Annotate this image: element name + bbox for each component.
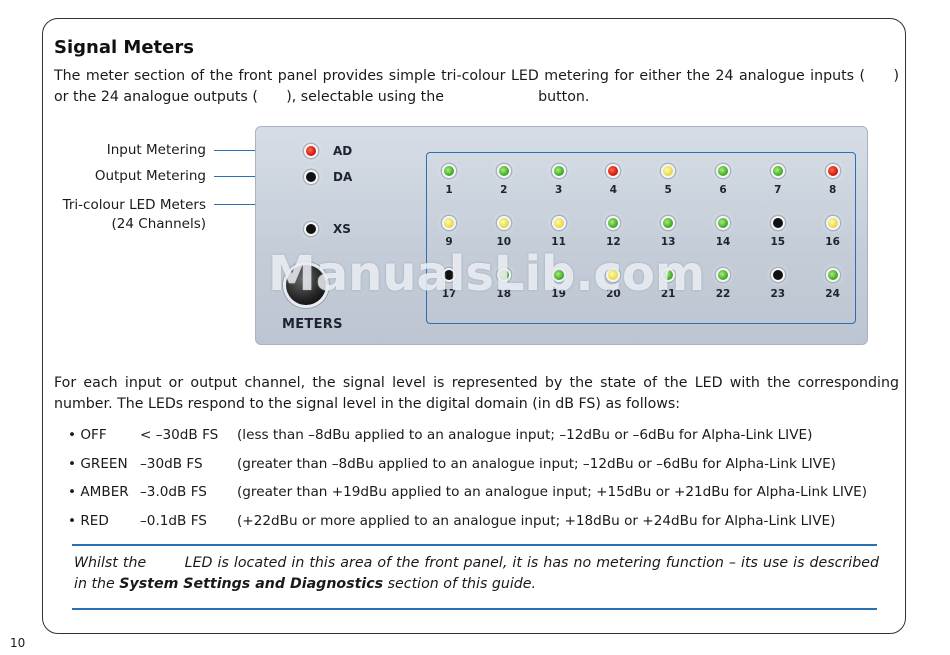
channel-number: 9 [445, 236, 453, 248]
note-bottom-rule [72, 608, 877, 610]
channel-number: 16 [825, 236, 840, 248]
xs-label: XS [333, 222, 351, 236]
channel-led-12 [606, 216, 621, 230]
body-paragraph: For each input or output channel, the si… [54, 375, 899, 412]
note-text-post: section of this guide. [383, 576, 537, 592]
level-threshold: < –30dB FS [140, 427, 219, 443]
input-metering-label: Input Metering [106, 142, 206, 158]
channel-led-4 [606, 164, 621, 178]
channel-led-17 [442, 268, 456, 282]
watermark-text: ManualsLib.com [268, 246, 705, 302]
channel-led-5 [661, 164, 676, 178]
channel-number: 18 [496, 288, 512, 300]
channel-number: 15 [770, 236, 786, 248]
channel-number: 12 [606, 236, 621, 248]
section-heading: Signal Meters [54, 37, 194, 58]
page-frame [42, 18, 906, 634]
tricolour-label: Tri-colour LED Meters [62, 197, 206, 213]
page-number: 10 [10, 636, 26, 650]
channel-number: 5 [664, 184, 672, 196]
channel-led-3 [551, 164, 566, 178]
channel-led-13 [661, 216, 676, 230]
channel-number: 13 [660, 236, 676, 248]
channel-number: 23 [770, 288, 786, 300]
channel-led-15 [770, 216, 785, 230]
channel-led-14 [716, 216, 730, 230]
channel-led-2 [496, 164, 511, 178]
channel-number: 4 [609, 184, 618, 196]
note-top-rule [72, 544, 877, 546]
level-name: • OFF [68, 427, 107, 443]
channel-led-20 [606, 268, 621, 282]
level-name: • RED [68, 512, 109, 529]
channel-number: 20 [606, 288, 621, 300]
channel-led-6 [716, 164, 730, 178]
level-threshold: –30dB FS [140, 455, 203, 472]
level-threshold: –0.1dB FS [140, 512, 207, 529]
note-paragraph: Whilst the LED is located in this area o… [74, 553, 879, 595]
meters-button-label: METERS [282, 317, 343, 332]
ad-label: AD [333, 144, 353, 158]
channel-number: 2 [500, 184, 508, 196]
meters-select-button[interactable] [286, 265, 326, 305]
channel-number: 7 [774, 184, 782, 196]
channel-number: 8 [828, 184, 837, 196]
channel-led-23 [770, 268, 785, 282]
channel-led-18 [496, 268, 511, 282]
ad-led-indicator [304, 144, 318, 158]
channel-led-10 [496, 216, 511, 230]
channel-number: 17 [441, 288, 457, 300]
channel-number: 11 [551, 236, 566, 248]
note-bold-link: System Settings and Diagnostics [119, 576, 384, 592]
channel-led-16 [825, 216, 840, 230]
channel-number: 1 [445, 184, 453, 196]
level-description: (greater than –8dBu applied to an analog… [237, 455, 836, 472]
channel-number: 10 [496, 236, 512, 248]
output-metering-line [214, 176, 286, 178]
da-led-indicator [304, 170, 318, 184]
level-name: • GREEN [68, 455, 128, 472]
channel-led-8 [825, 164, 840, 178]
channel-led-22 [716, 268, 730, 282]
channel-number: 3 [554, 184, 563, 196]
level-name: • AMBER [68, 484, 129, 500]
input-metering-line [214, 150, 286, 152]
channel-number: 22 [715, 288, 731, 300]
note-text-pre: Whilst the LED is located in this area o… [74, 555, 879, 592]
channel-number: 19 [551, 288, 566, 300]
channel-led-1 [442, 164, 456, 178]
channel-led-21 [661, 268, 676, 282]
channel-number: 21 [660, 288, 676, 300]
output-metering-label: Output Metering [94, 168, 206, 184]
xs-led-indicator [304, 222, 318, 236]
channel-led-24 [825, 268, 840, 282]
channel-number: 6 [719, 184, 727, 196]
level-description: (+22dBu or more applied to an analogue i… [237, 512, 836, 529]
da-label: DA [333, 170, 353, 184]
channel-led-9 [442, 216, 456, 230]
channel-number: 14 [715, 236, 731, 248]
channel-number: 24 [825, 288, 840, 300]
intro-paragraph: The meter section of the front panel pro… [54, 68, 899, 105]
level-description: (less than –8dBu applied to an analogue … [237, 427, 813, 443]
channel-led-7 [770, 164, 785, 178]
channel-led-11 [551, 216, 566, 230]
channel-led-19 [551, 268, 566, 282]
level-description: (greater than +19dBu applied to an analo… [237, 484, 868, 500]
channels-count-label: (24 Channels) [111, 216, 206, 232]
level-threshold: –3.0dB FS [140, 484, 207, 500]
